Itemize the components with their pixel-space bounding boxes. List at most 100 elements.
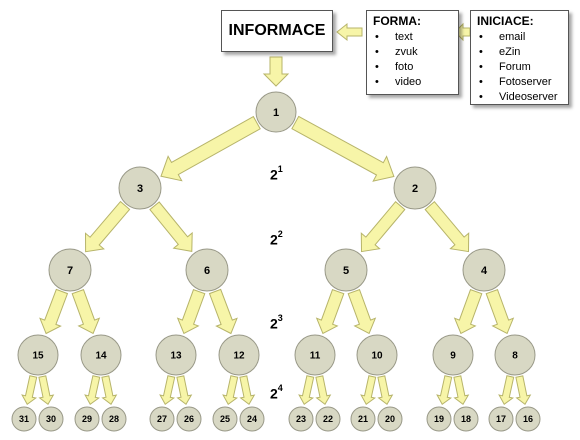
tree-arrow xyxy=(485,288,515,335)
tree-arrow xyxy=(71,288,101,335)
node-circle xyxy=(239,406,265,432)
tree-arrow xyxy=(160,115,261,182)
node-circle xyxy=(462,248,506,292)
node-circle xyxy=(155,334,197,376)
node-label: 19 xyxy=(434,414,444,424)
node-label: 2 xyxy=(412,183,418,195)
tree-arrow xyxy=(21,375,38,406)
tree-node: 4 xyxy=(462,248,506,292)
forma-item: video xyxy=(373,75,452,90)
tree-node: 23 xyxy=(288,406,314,432)
tree-arrow xyxy=(84,200,131,253)
tree-arrow xyxy=(347,288,377,335)
node-circle xyxy=(48,248,92,292)
level-label-4: 24 xyxy=(270,383,283,402)
tree-node: 30 xyxy=(38,406,64,432)
forma-item: text xyxy=(373,30,452,45)
tree-arrow xyxy=(208,288,238,335)
tree-arrow xyxy=(176,288,206,335)
tree-arrow xyxy=(515,375,532,406)
tree-arrow xyxy=(453,288,483,335)
tree-arrow xyxy=(239,375,256,406)
node-label: 22 xyxy=(323,414,333,424)
tree-node: 15 xyxy=(17,334,59,376)
node-circle xyxy=(185,248,229,292)
node-label: 24 xyxy=(247,414,257,424)
tree-node: 10 xyxy=(356,334,398,376)
tree-node: 5 xyxy=(324,248,368,292)
node-label: 30 xyxy=(46,414,56,424)
node-label: 23 xyxy=(296,414,306,424)
node-circle xyxy=(38,406,64,432)
tree-arrow xyxy=(101,375,118,406)
node-label: 27 xyxy=(157,414,167,424)
node-label: 3 xyxy=(137,183,143,195)
node-circle xyxy=(488,406,514,432)
forma-box: FORMA: text zvuk foto video xyxy=(366,10,459,95)
node-circle xyxy=(324,248,368,292)
node-label: 11 xyxy=(310,351,321,362)
node-circle xyxy=(315,406,341,432)
node-circle xyxy=(149,406,175,432)
tree-arrow xyxy=(315,288,345,335)
tree-arrow xyxy=(298,375,315,406)
node-circle xyxy=(350,406,376,432)
tree-arrow xyxy=(39,288,69,335)
tree-node: 17 xyxy=(488,406,514,432)
node-circle xyxy=(426,406,452,432)
tree-arrow xyxy=(38,375,55,406)
informace-label: INFORMACE xyxy=(228,22,326,39)
tree-node: 2 xyxy=(393,166,437,210)
tree-node: 31 xyxy=(11,406,37,432)
forma-item: foto xyxy=(373,60,452,75)
tree-node: 9 xyxy=(432,334,474,376)
node-label: 6 xyxy=(204,265,210,277)
level-label-1: 21 xyxy=(270,164,283,183)
tree-arrow xyxy=(498,375,515,406)
iniciace-list: email eZin Forum Fotoserver Videoserver xyxy=(477,30,562,105)
forma-list: text zvuk foto video xyxy=(373,30,452,90)
forma-item: zvuk xyxy=(373,45,452,60)
node-label: 8 xyxy=(512,351,518,362)
tree-arrow xyxy=(360,375,377,406)
tree-node: 8 xyxy=(494,334,536,376)
iniciace-item: Videoserver xyxy=(477,90,562,105)
node-circle xyxy=(288,406,314,432)
node-label: 15 xyxy=(32,351,44,362)
node-label: 4 xyxy=(481,265,488,277)
iniciace-item: eZin xyxy=(477,45,562,60)
node-label: 25 xyxy=(220,414,230,424)
arrow-informace-to-root xyxy=(262,56,290,87)
iniciace-box: INICIACE: email eZin Forum Fotoserver Vi… xyxy=(470,10,569,105)
tree-node: 28 xyxy=(101,406,127,432)
tree-arrow xyxy=(222,375,239,406)
tree-node: 11 xyxy=(294,334,336,376)
tree-node: 12 xyxy=(218,334,260,376)
level-label-2: 22 xyxy=(270,229,283,248)
tree-node: 14 xyxy=(80,334,122,376)
tree-node: 19 xyxy=(426,406,452,432)
node-circle xyxy=(74,406,100,432)
tree-node: 18 xyxy=(453,406,479,432)
tree-node: 20 xyxy=(377,406,403,432)
level-label-3: 23 xyxy=(270,313,283,332)
node-circle xyxy=(11,406,37,432)
node-label: 5 xyxy=(343,265,349,277)
iniciace-item: Forum xyxy=(477,60,562,75)
tree-arrow xyxy=(315,375,332,406)
node-label: 31 xyxy=(19,414,29,424)
tree-node: 26 xyxy=(176,406,202,432)
node-label: 10 xyxy=(371,351,383,362)
node-circle xyxy=(218,334,260,376)
node-circle xyxy=(515,406,541,432)
node-circle xyxy=(212,406,238,432)
tree-node: 27 xyxy=(149,406,175,432)
forma-title: FORMA: xyxy=(373,14,421,28)
tree-node: 29 xyxy=(74,406,100,432)
node-label: 9 xyxy=(450,351,456,362)
tree-arrow xyxy=(176,375,193,406)
arrow-forma-to-informace xyxy=(336,22,363,42)
node-circle xyxy=(377,406,403,432)
iniciace-item: Fotoserver xyxy=(477,75,562,90)
